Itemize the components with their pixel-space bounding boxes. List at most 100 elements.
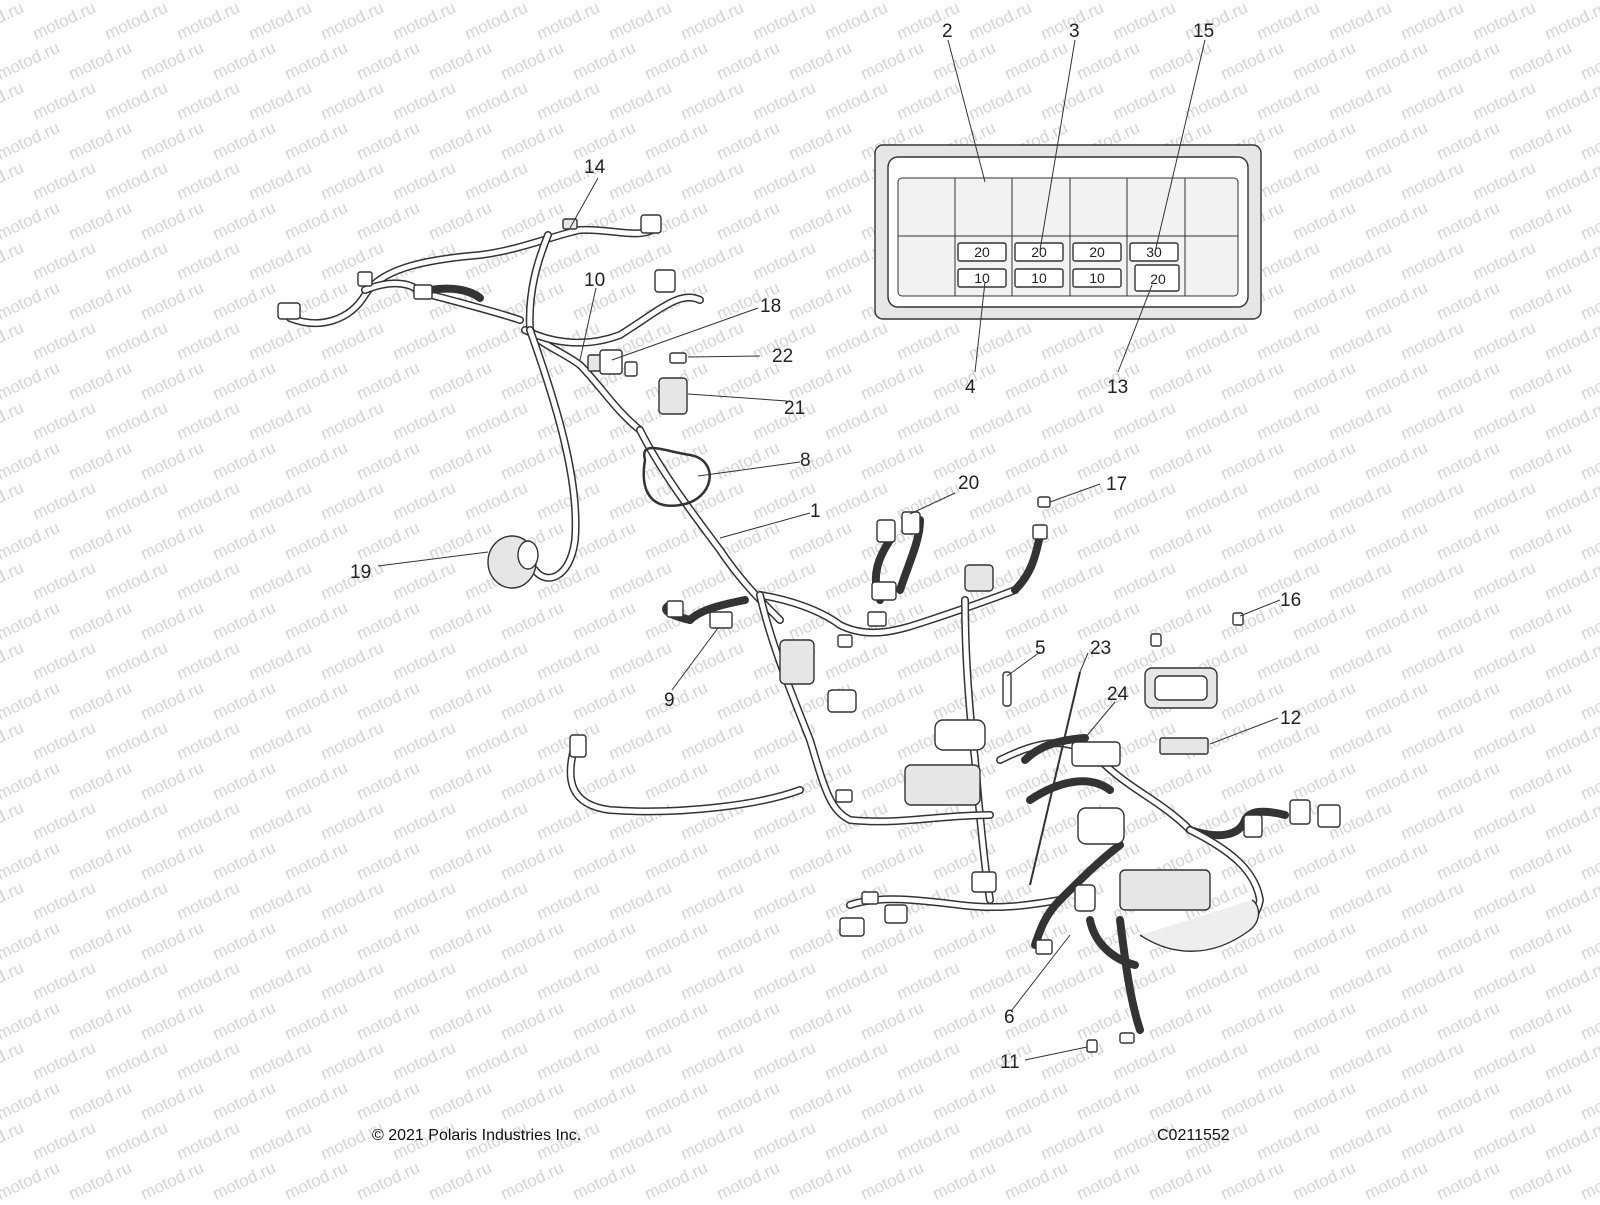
watermark-text: motod.ru: [0, 1158, 62, 1200]
watermark-text: motod.ru: [1254, 878, 1323, 924]
module-housing-top: [1154, 675, 1208, 701]
watermark-text: motod.ru: [606, 718, 675, 764]
watermark-text: motod.ru: [606, 1038, 675, 1084]
watermark-text: motod.ru: [1542, 158, 1600, 204]
callout-24: 24: [1107, 684, 1129, 705]
watermark-text: motod.ru: [66, 198, 135, 244]
watermark-text: motod.ru: [1146, 438, 1215, 484]
watermark-text: motod.ru: [426, 198, 495, 244]
watermark-text: motod.ru: [1074, 918, 1143, 964]
watermark-text: motod.ru: [246, 158, 315, 204]
watermark-text: motod.ru: [30, 558, 99, 604]
watermark-text: motod.ru: [1290, 1078, 1359, 1124]
watermark-text: motod.ru: [0, 838, 62, 884]
watermark-text: motod.ru: [210, 918, 279, 964]
watermark-text: motod.ru: [966, 0, 1035, 44]
watermark-text: motod.ru: [318, 958, 387, 1004]
connector: [1035, 939, 1053, 955]
watermark-text: motod.ru: [498, 0, 567, 4]
watermark-text: motod.ru: [1254, 638, 1323, 684]
watermark-text: motod.ru: [102, 158, 171, 204]
watermark-text: motod.ru: [282, 1158, 351, 1200]
watermark-text: motod.ru: [1506, 678, 1575, 724]
watermark-text: motod.ru: [1110, 318, 1179, 364]
watermark-text: motod.ru: [282, 758, 351, 804]
watermark-text: motod.ru: [642, 838, 711, 884]
watermark-text: motod.ru: [1038, 318, 1107, 364]
watermark-text: motod.ru: [1578, 438, 1600, 484]
connector: [871, 581, 897, 601]
watermark-text: motod.ru: [354, 998, 423, 1044]
watermark-text: motod.ru: [1218, 678, 1287, 724]
watermark-text: motod.ru: [894, 318, 963, 364]
watermark-text: motod.ru: [102, 318, 171, 364]
main-connector-block: [1119, 869, 1211, 911]
watermark-text: motod.ru: [894, 398, 963, 444]
watermark-text: motod.ru: [1146, 1078, 1215, 1124]
watermark-text: motod.ru: [282, 0, 351, 4]
component-19-face: [517, 540, 539, 570]
watermark-text: motod.ru: [1434, 198, 1503, 244]
callout-10: 10: [584, 270, 605, 291]
watermark-text: motod.ru: [246, 718, 315, 764]
connector-20: [876, 519, 896, 543]
fuse-value: 10: [1089, 270, 1105, 286]
watermark-text: motod.ru: [246, 398, 315, 444]
fuse-slot: [957, 242, 1007, 262]
watermark-text: motod.ru: [1146, 518, 1215, 564]
watermark-text: motod.ru: [0, 638, 26, 684]
watermark-text: motod.ru: [0, 238, 26, 284]
watermark-text: motod.ru: [66, 38, 135, 84]
watermark-text: motod.ru: [1470, 78, 1539, 124]
watermark-text: motod.ru: [642, 38, 711, 84]
fuse-value: 20: [1031, 244, 1047, 260]
watermark-text: motod.ru: [1470, 958, 1539, 1004]
connector: [827, 689, 857, 713]
watermark-text: motod.ru: [1218, 758, 1287, 804]
watermark-text: motod.ru: [714, 0, 783, 4]
fuse-slot: [1014, 268, 1064, 288]
watermark-text: motod.ru: [1398, 158, 1467, 204]
callout-19: 19: [350, 562, 371, 583]
watermark-text: motod.ru: [0, 718, 26, 764]
fuse-row-bottom: 10 10 10 20: [957, 264, 1180, 292]
watermark-text: motod.ru: [714, 1158, 783, 1200]
watermark-text: motod.ru: [750, 958, 819, 1004]
watermark-text: motod.ru: [1470, 158, 1539, 204]
watermark-text: motod.ru: [570, 1158, 639, 1200]
watermark-text: motod.ru: [606, 78, 675, 124]
watermark-text: motod.ru: [210, 278, 279, 324]
watermark-text: motod.ru: [390, 0, 459, 44]
connector: [867, 611, 887, 627]
watermark-text: motod.ru: [786, 198, 855, 244]
watermark-text: motod.ru: [210, 358, 279, 404]
watermark-text: motod.ru: [750, 158, 819, 204]
watermark-text: motod.ru: [786, 1078, 855, 1124]
watermark-text: motod.ru: [678, 238, 747, 284]
watermark-text: motod.ru: [1290, 518, 1359, 564]
watermark-text: motod.ru: [1254, 1038, 1323, 1084]
watermark-text: motod.ru: [1470, 718, 1539, 764]
watermark-text: motod.ru: [390, 878, 459, 924]
watermark-text: motod.ru: [0, 1118, 26, 1164]
watermark-text: motod.ru: [1506, 118, 1575, 164]
fuse-box-detail: 20 20 20 30 10 10 10 20: [874, 144, 1262, 320]
watermark-text: motod.ru: [1434, 598, 1503, 644]
watermark-text: motod.ru: [1362, 998, 1431, 1044]
watermark-text: motod.ru: [138, 198, 207, 244]
watermark-text: motod.ru: [1506, 358, 1575, 404]
callout-13: 13: [1107, 377, 1128, 398]
watermark-text: motod.ru: [66, 518, 135, 564]
watermark-text: motod.ru: [1398, 718, 1467, 764]
watermark-text: motod.ru: [1362, 1078, 1431, 1124]
watermark-text: motod.ru: [534, 878, 603, 924]
watermark-text: motod.ru: [1110, 78, 1179, 124]
watermark-text: motod.ru: [138, 0, 207, 4]
rod-23: [1029, 671, 1081, 886]
watermark-text: motod.ru: [462, 958, 531, 1004]
watermark-text: motod.ru: [390, 718, 459, 764]
watermark-text: motod.ru: [606, 958, 675, 1004]
watermark-text: motod.ru: [1038, 78, 1107, 124]
watermark-text: motod.ru: [1506, 38, 1575, 84]
watermark-text: motod.ru: [570, 518, 639, 564]
